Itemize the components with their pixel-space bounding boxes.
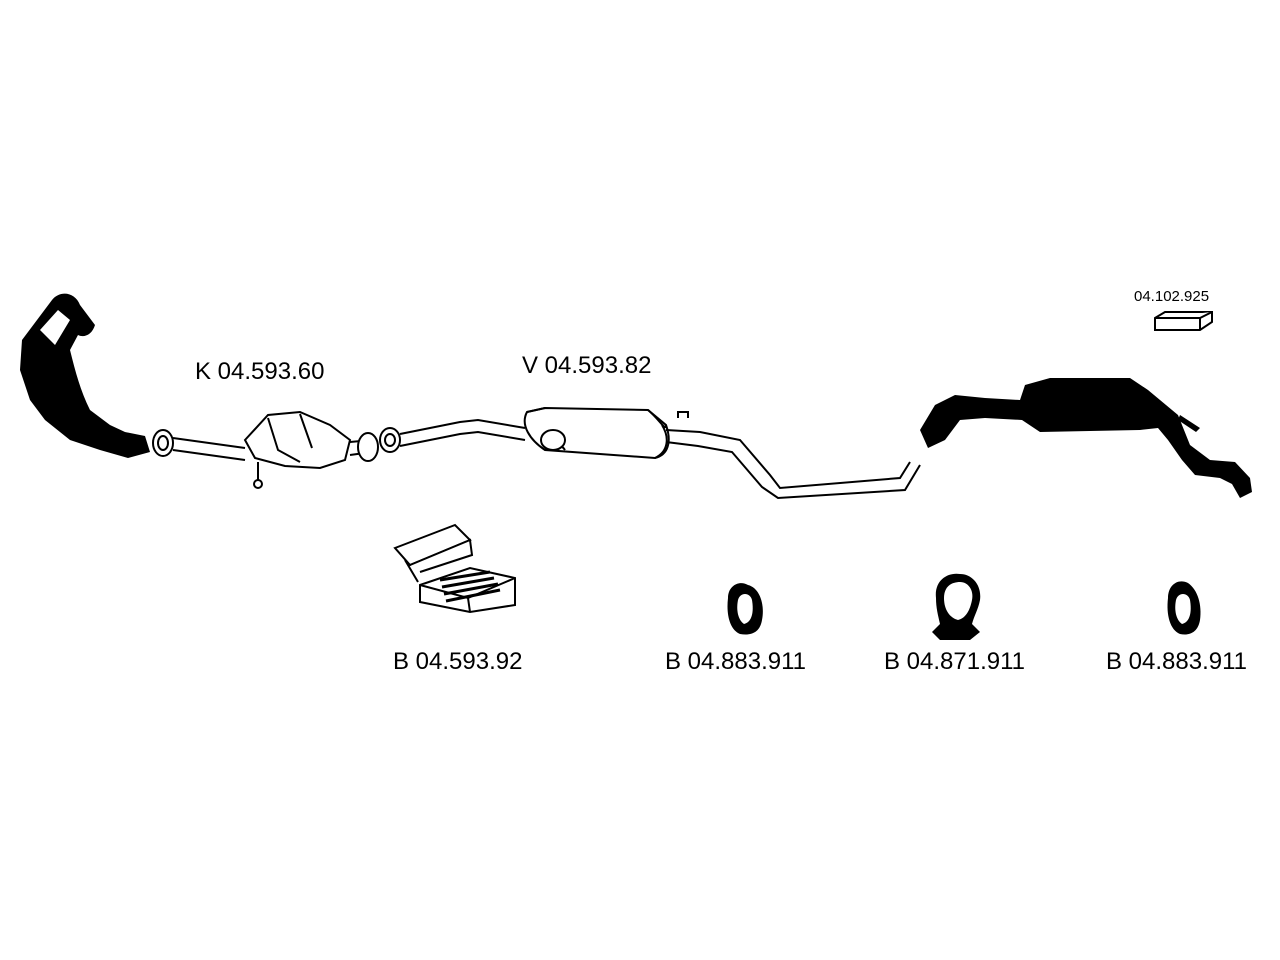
middle-silencer-part-number: V 04.593.82 — [522, 352, 652, 379]
accessory-label-2: B 04.883.911 — [665, 648, 807, 675]
accessory-label-3: B 04.871.911 — [884, 648, 1026, 675]
catalytic-converter — [152, 410, 379, 489]
exhaust-manifold — [20, 293, 150, 458]
rubber-hanger-2 — [932, 573, 981, 640]
mounting-kit-box — [393, 523, 516, 614]
accessory-label-1: B 04.593.92 — [393, 648, 523, 675]
rubber-block-part — [1154, 311, 1213, 331]
small-part-number: 04.102.925 — [1134, 288, 1210, 305]
middle-silencer-assembly — [379, 406, 921, 500]
catalyst-part-number: K 04.593.60 — [195, 358, 325, 385]
rubber-hanger-1 — [727, 583, 763, 635]
accessory-label-4: B 04.883.911 — [1106, 648, 1248, 675]
rear-silencer — [920, 378, 1252, 498]
rubber-hanger-3 — [1167, 581, 1201, 635]
